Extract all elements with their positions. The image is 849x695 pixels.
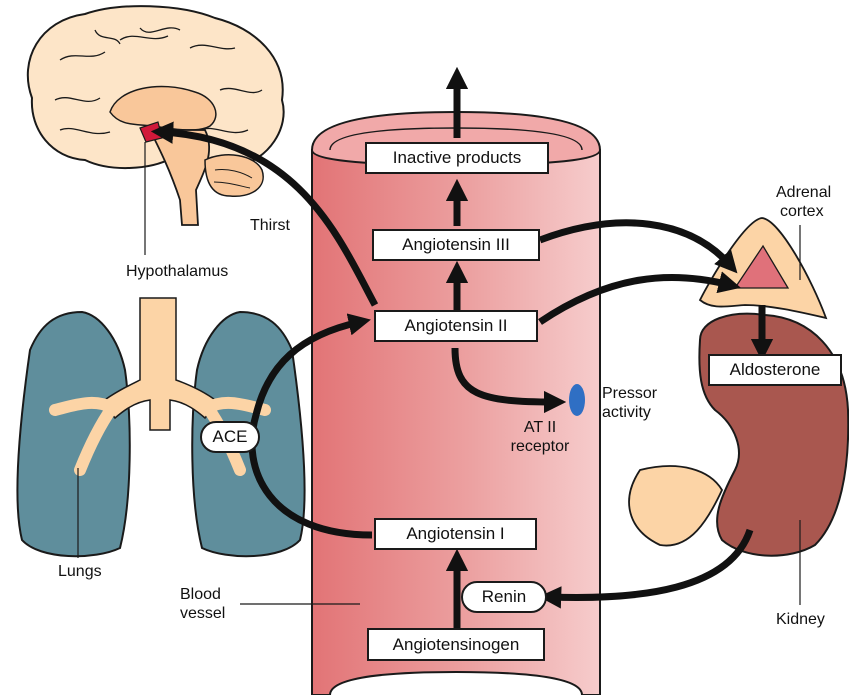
- adrenal-gland: [700, 218, 826, 318]
- kidney-illustration: [629, 314, 848, 556]
- ace-badge: ACE: [200, 421, 260, 453]
- receptor-label-line1: AT II: [500, 418, 580, 437]
- brain-illustration: [28, 6, 284, 225]
- renin-badge: Renin: [461, 581, 547, 613]
- aldosterone-box: Aldosterone: [708, 354, 842, 386]
- blood-vessel-label-line2: vessel: [180, 604, 225, 623]
- at2-receptor: [569, 384, 585, 416]
- lungs-illustration: [17, 298, 304, 556]
- kidney-label: Kidney: [776, 610, 825, 629]
- angiotensin-ii-box: Angiotensin II: [374, 310, 538, 342]
- blood-vessel-label-line1: Blood: [180, 585, 221, 604]
- hypothalamus-label: Hypothalamus: [126, 262, 228, 281]
- pressor-label-line2: activity: [602, 403, 651, 422]
- adrenal-label-line2: cortex: [780, 202, 824, 221]
- receptor-label-line2: receptor: [500, 437, 580, 456]
- angiotensin-i-box: Angiotensin I: [374, 518, 537, 550]
- thirst-label: Thirst: [250, 216, 290, 235]
- inactive-products-box: Inactive products: [365, 142, 549, 174]
- pressor-label-line1: Pressor: [602, 384, 657, 403]
- angiotensinogen-box: Angiotensinogen: [367, 628, 545, 661]
- adrenal-label-line1: Adrenal: [776, 183, 831, 202]
- angiotensin-iii-box: Angiotensin III: [372, 229, 540, 261]
- lungs-label: Lungs: [58, 562, 102, 581]
